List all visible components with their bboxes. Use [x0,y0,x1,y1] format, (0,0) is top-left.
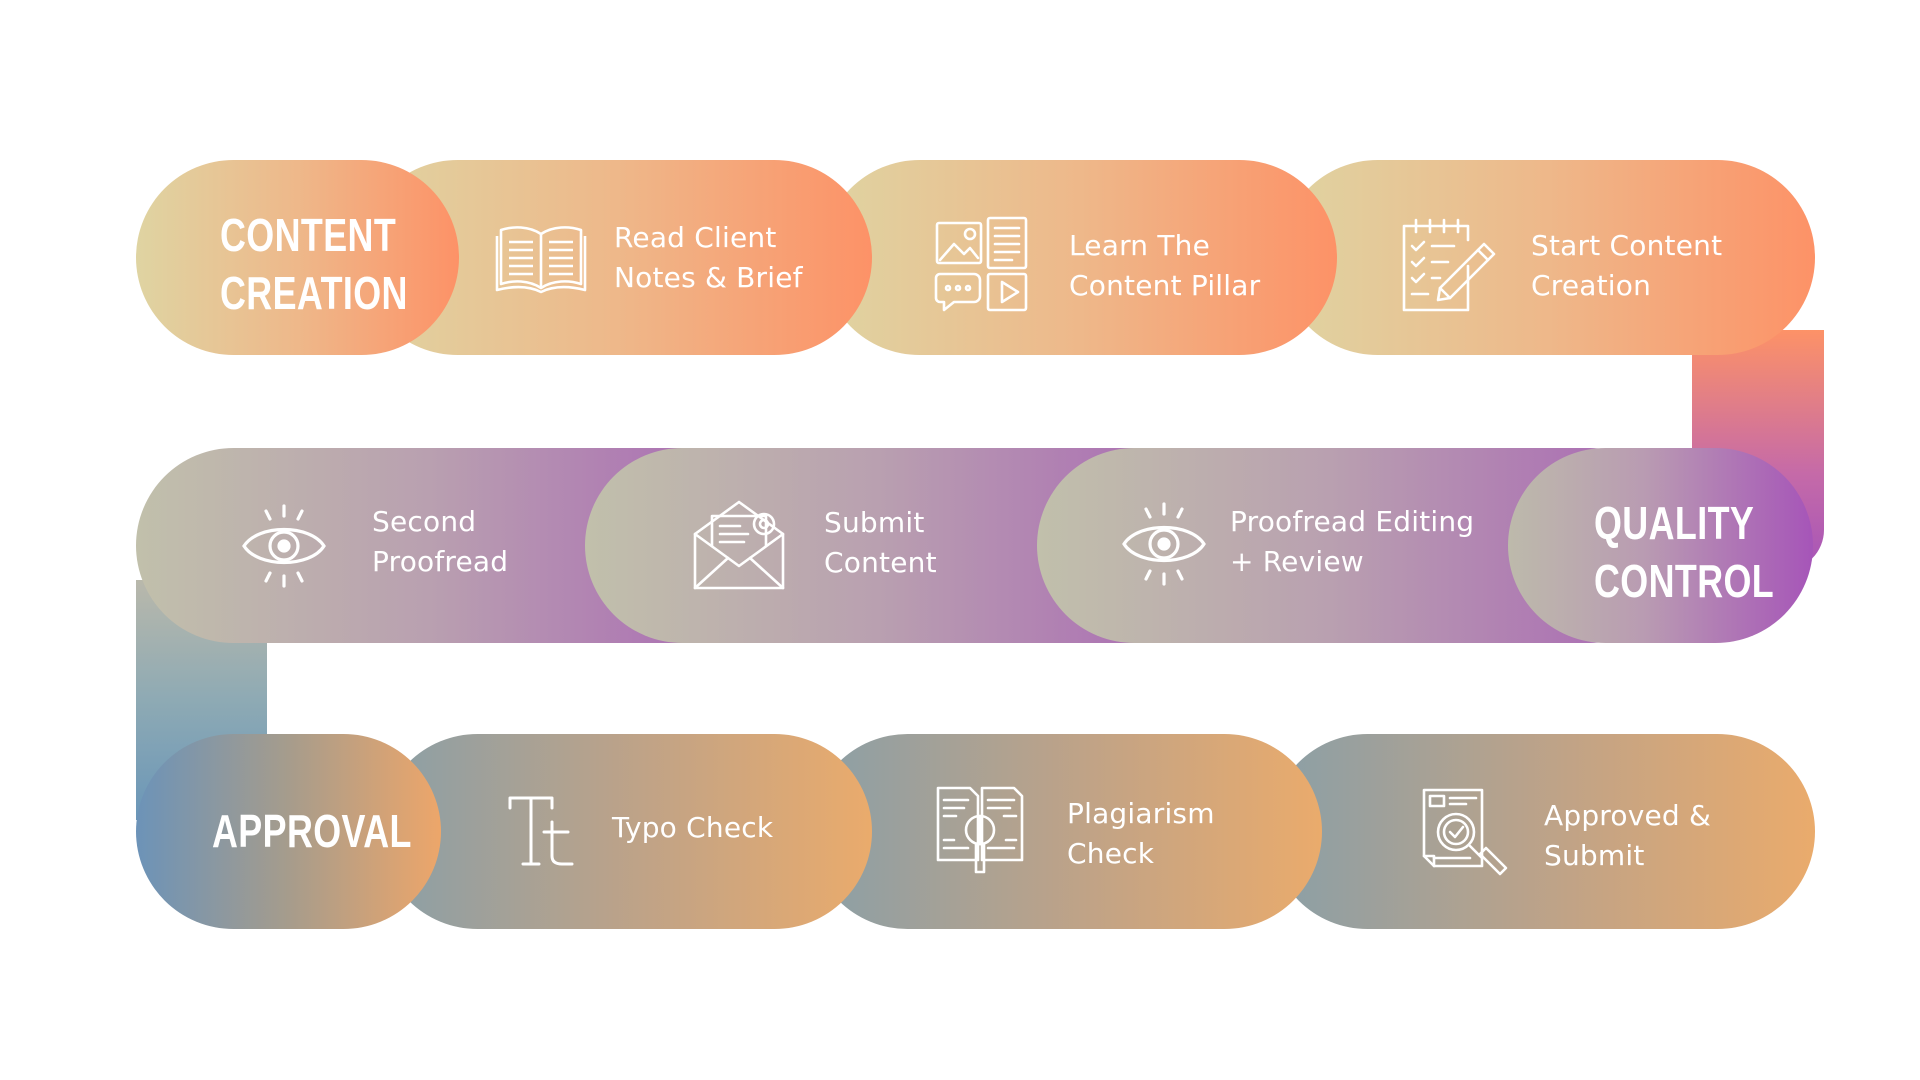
stage-quality-control [1508,448,1813,643]
stage-label-approval: APPROVAL [212,805,412,857]
step-label-approved-submit: Approved & Submit [1544,799,1712,872]
step-typo-check [380,734,872,929]
step-label-read-client: Read Client Notes & Brief [614,221,803,294]
stage-approval [136,734,441,929]
stage-label-quality-control: QUALITY CONTROL [1594,497,1775,607]
step-label-second-proofread: Second Proofread [372,505,509,578]
eye-icon [1120,500,1208,588]
book-icon [495,222,587,294]
step-approved-submit [1270,734,1815,929]
step-label-start-content: Start Content Creation [1531,229,1723,302]
step-start-content-creation [1280,160,1815,355]
approved-document-icon [1422,788,1508,878]
step-label-proofread-editing: Proofread Editing + Review [1230,505,1475,578]
stage-content-creation [136,160,459,355]
typography-icon [508,792,580,868]
checklist-pencil-icon [1400,216,1500,316]
step-label-learn-pillar: Learn The Content Pillar [1069,229,1261,302]
envelope-icon [692,496,786,590]
step-learn-content-pillar [822,160,1337,355]
eye-icon [240,502,328,590]
step-plagiarism-check [810,734,1322,929]
step-label-typo-check: Typo Check [612,811,774,844]
step-label-submit-content: Submit Content [824,506,937,579]
media-content-icon [934,216,1030,312]
stage-label-content-creation: CONTENT CREATION [220,209,408,319]
document-compare-icon [934,784,1026,876]
step-label-plagiarism-check: Plagiarism Check [1067,797,1215,870]
